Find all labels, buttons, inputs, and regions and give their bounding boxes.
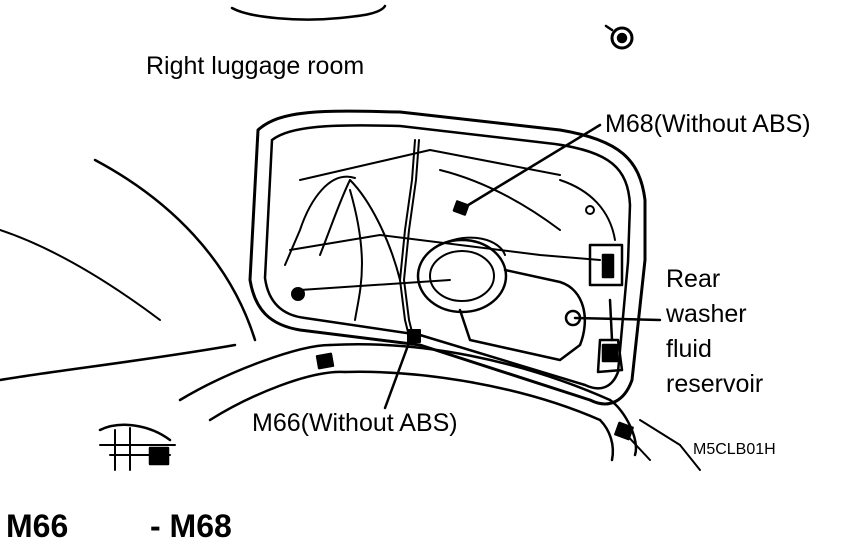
heading-m66: M66 xyxy=(6,508,69,544)
bolt-symbol xyxy=(604,24,634,50)
m68-label: M68(Without ABS) xyxy=(605,110,811,138)
m66-label: M66(Without ABS) xyxy=(252,409,458,437)
figure-code: M5CLB01H xyxy=(693,441,776,458)
rear-washer-line-2: washer xyxy=(666,300,747,328)
rear-washer-reservoir-label: Rear washer fluid reservoir xyxy=(666,262,796,402)
rear-washer-line-3: fluid xyxy=(666,335,712,363)
leader-lines xyxy=(383,123,662,410)
right-connector xyxy=(588,243,624,374)
wire-harness xyxy=(284,139,506,343)
washer-reservoir xyxy=(416,238,587,362)
heading-m68: - M68 xyxy=(150,508,232,544)
rear-washer-line-4: reservoir xyxy=(666,370,764,398)
right-luggage-room-label: Right luggage room xyxy=(146,52,365,80)
wheel-arch xyxy=(0,158,257,382)
luggage-opening xyxy=(248,109,647,406)
interior-panels xyxy=(289,149,616,301)
rear-washer-line-1: Rear xyxy=(666,265,721,293)
bumper-details xyxy=(98,423,176,471)
top-body-curve xyxy=(230,4,387,21)
